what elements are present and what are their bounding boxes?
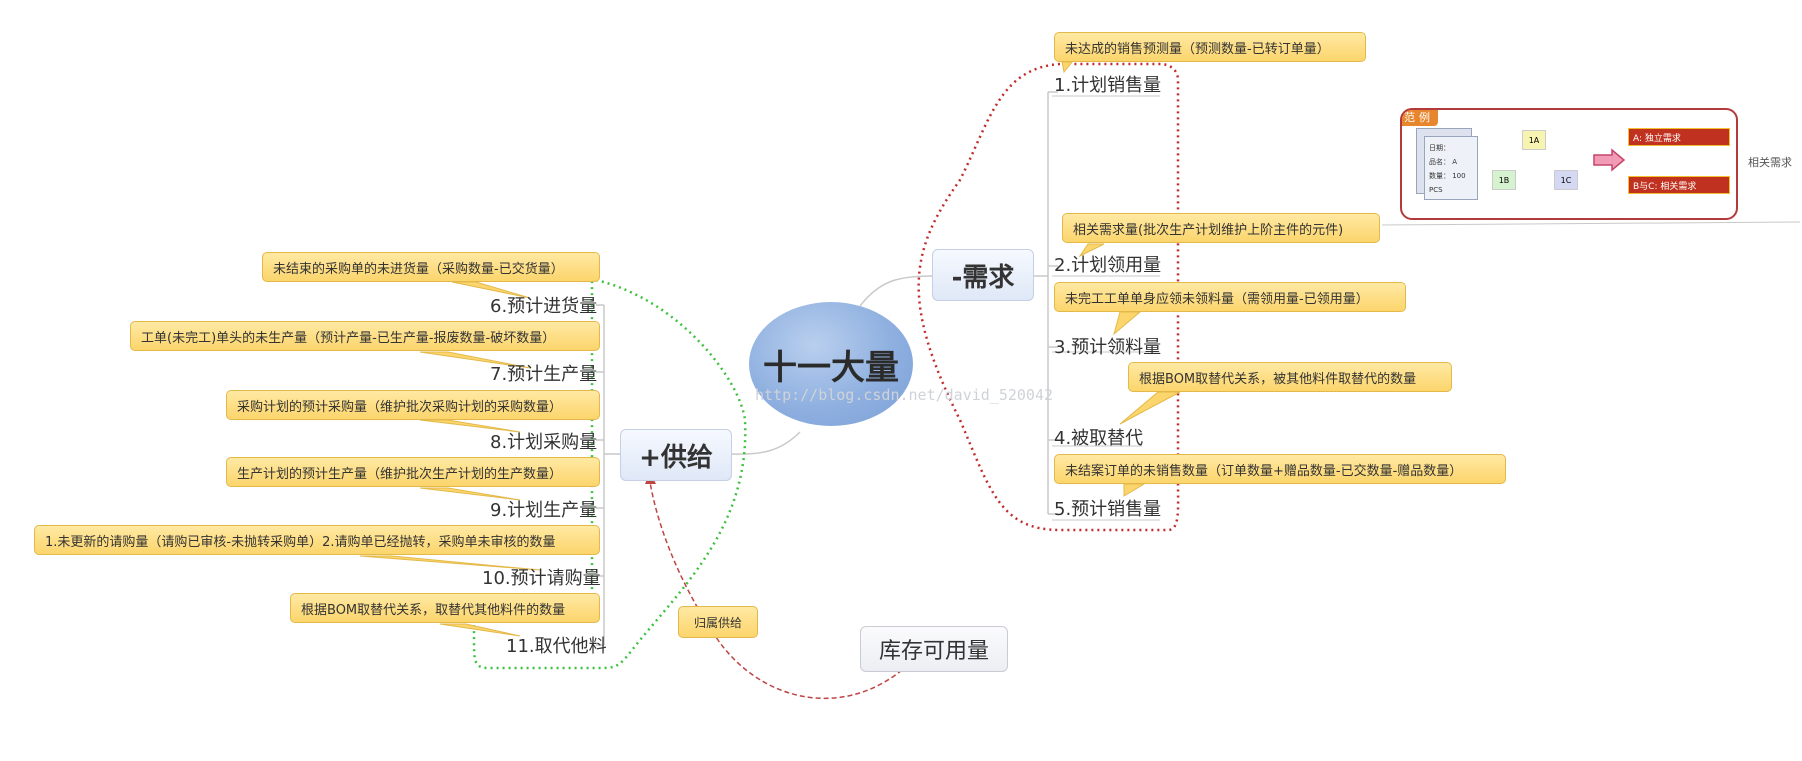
demand-branch[interactable]: -需求: [932, 249, 1034, 301]
doc-line-1: 日期：: [1429, 144, 1450, 152]
supply-note-10: 1.未更新的请购量（请购已审核-未抛转采购单）2.请购单已经抛转，采购单未审核的…: [34, 525, 600, 555]
demand-note-5: 未结案订单的未销售数量（订单数量+赠品数量-已交数量-赠品数量）: [1054, 454, 1506, 484]
result-dependent: B与C: 相关需求: [1628, 176, 1730, 194]
doc-line-3: 数量： 100 PCS: [1429, 172, 1466, 194]
example-image: 范例 日期： 品名： A 数量： 100 PCS 1A 1B 1C A: 独立需…: [1400, 108, 1738, 220]
supply-note-8: 采购计划的预计采购量（维护批次采购计划的采购数量）: [226, 390, 600, 420]
demand-item-3[interactable]: 3.预计领料量: [1054, 337, 1162, 358]
center-node[interactable]: 十一大量: [749, 302, 913, 426]
association-label: 归属供给: [678, 606, 758, 638]
right-arrow-icon: [1593, 148, 1626, 172]
supply-item-7[interactable]: 7.预计生产量: [490, 364, 598, 385]
demand-note-1: 未达成的销售预测量（预测数量-已转订单量）: [1054, 32, 1366, 62]
example-side-label: 相关需求: [1748, 156, 1792, 169]
demand-note-3: 未完工工单单身应领未领料量（需领用量-已领用量）: [1054, 282, 1406, 312]
demand-item-2[interactable]: 2.计划领用量: [1054, 255, 1162, 276]
demand-item-1[interactable]: 1.计划销售量: [1054, 75, 1162, 96]
watermark: http://blog.csdn.net/david_520042: [755, 386, 1054, 404]
node-1a: 1A: [1522, 130, 1546, 150]
demand-note-2: 相关需求量(批次生产计划维护上阶主件的元件): [1062, 213, 1380, 243]
demand-item-4[interactable]: 4.被取替代: [1054, 428, 1144, 449]
example-title: 范例: [1402, 110, 1438, 126]
supply-item-11[interactable]: 11.取代他料: [506, 636, 607, 657]
supply-item-10[interactable]: 10.预计请购量: [482, 568, 601, 589]
result-independent: A: 独立需求: [1628, 128, 1730, 146]
node-1c: 1C: [1554, 170, 1578, 190]
supply-item-8[interactable]: 8.计划采购量: [490, 432, 598, 453]
document-sheet: 日期： 品名： A 数量： 100 PCS: [1424, 136, 1478, 200]
supply-note-7: 工单(未完工)单头的未生产量（预计产量-已生产量-报废数量-破坏数量）: [130, 321, 600, 351]
supply-note-6: 未结束的采购单的未进货量（采购数量-已交货量）: [262, 252, 600, 282]
doc-line-2: 品名： A: [1429, 158, 1458, 166]
supply-note-9: 生产计划的预计生产量（维护批次生产计划的生产数量）: [226, 457, 600, 487]
demand-note-4: 根据BOM取替代关系，被其他料件取替代的数量: [1128, 362, 1452, 392]
supply-branch[interactable]: +供给: [620, 429, 732, 481]
node-1b: 1B: [1492, 170, 1516, 190]
supply-item-6[interactable]: 6.预计进货量: [490, 296, 598, 317]
stock-available-node[interactable]: 库存可用量: [860, 626, 1008, 672]
supply-item-9[interactable]: 9.计划生产量: [490, 500, 598, 521]
demand-item-5[interactable]: 5.预计销售量: [1054, 499, 1162, 520]
supply-note-11: 根据BOM取替代关系，取替代其他料件的数量: [290, 593, 600, 623]
